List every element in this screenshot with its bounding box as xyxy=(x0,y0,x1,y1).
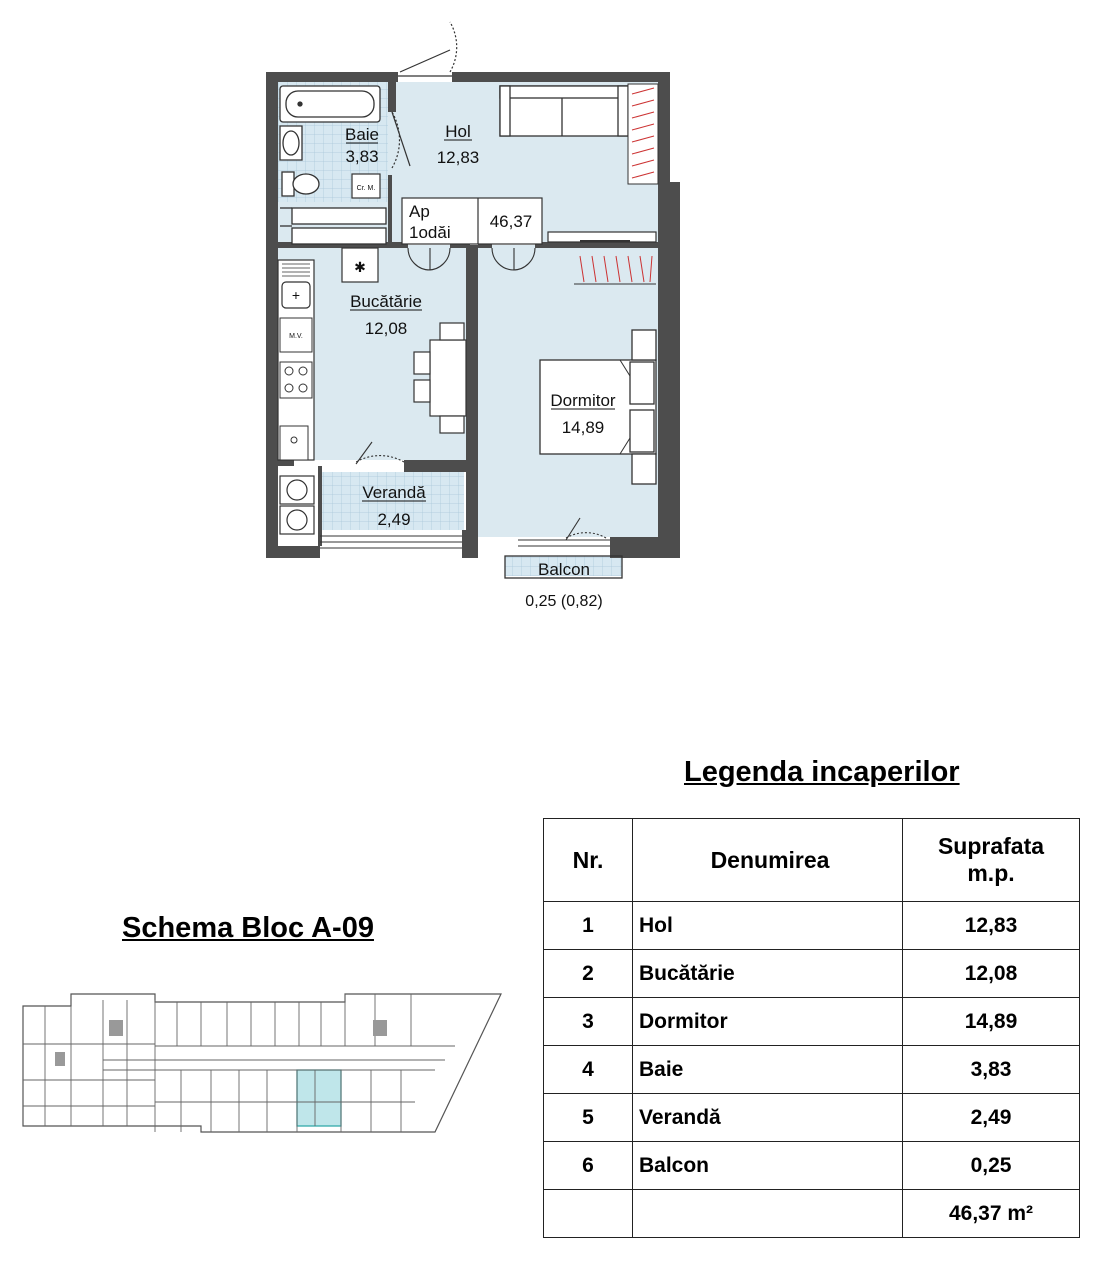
room-area-bucatarie: 12,08 xyxy=(365,319,408,338)
header-nr: Nr. xyxy=(543,818,633,902)
table-total-row: 46,37 m² xyxy=(543,1189,1080,1238)
sofa-icon xyxy=(499,85,629,137)
table-row: 6 Balcon 0,25 xyxy=(543,1141,1080,1190)
apartment-tag: Ap 1odăi 46,37 xyxy=(401,197,543,245)
dining-table-icon xyxy=(413,322,467,434)
header-area-line1: Suprafata xyxy=(937,833,1045,859)
table-row: 2 Bucătărie 12,08 xyxy=(543,949,1080,998)
cell-nr: 6 xyxy=(543,1141,633,1190)
room-name-bucatarie: Bucătărie xyxy=(350,292,422,311)
apartment-tag-rooms: 1odăi xyxy=(409,223,451,242)
bathtub-icon xyxy=(279,85,381,123)
header-area-line2: m.p. xyxy=(967,860,1015,886)
header-area: Suprafata m.p. xyxy=(902,818,1080,902)
room-area-balcon: 0,25 (0,82) xyxy=(525,593,602,610)
selected-apartment-highlight xyxy=(296,1069,342,1127)
room-name-dormitor: Dormitor xyxy=(550,391,616,410)
room-area-baie: 3,83 xyxy=(345,147,378,166)
room-label-underlines xyxy=(346,139,615,579)
veranda-door xyxy=(355,441,405,465)
entrance-door xyxy=(398,21,458,77)
balcony-door xyxy=(518,517,610,547)
block-outline xyxy=(22,993,502,1133)
room-area-veranda: 2,49 xyxy=(377,510,410,529)
cell-nr: 3 xyxy=(543,997,633,1046)
block-schema xyxy=(22,993,502,1133)
bedroom-wardrobe-icon xyxy=(547,231,657,285)
block-partitions xyxy=(23,994,455,1132)
walls xyxy=(266,72,680,558)
legend-header-row: Nr. Denumirea Suprafata m.p. xyxy=(543,818,1080,902)
cell-name: Dormitor xyxy=(632,997,903,1046)
apartment-tag-label: Ap xyxy=(409,202,430,221)
room-name-hol: Hol xyxy=(445,122,471,141)
bathroom-sink-icon xyxy=(279,125,303,161)
block-stairs xyxy=(55,1020,387,1066)
cell-nr: 1 xyxy=(543,901,633,950)
hall-wardrobe-icon xyxy=(280,207,387,245)
cell-nr: 5 xyxy=(543,1093,633,1142)
floor-plan: Cr. M. Ap 1odăi 46,37 xyxy=(266,21,680,610)
table-row: 3 Dormitor 14,89 xyxy=(543,997,1080,1046)
cell-area: 3,83 xyxy=(902,1045,1080,1094)
apartment-tag-area: 46,37 xyxy=(490,212,533,231)
hall-closet-icon xyxy=(627,83,659,185)
room-name-veranda: Verandă xyxy=(362,483,426,502)
fridge-icon xyxy=(279,425,309,461)
cell-area: 12,08 xyxy=(902,949,1080,998)
washing-machine-icon xyxy=(279,475,315,535)
microwave-label: M.V. xyxy=(289,333,303,340)
cell-nr: 4 xyxy=(543,1045,633,1094)
vent-symbol: ✱ xyxy=(354,259,366,275)
cell-name-empty xyxy=(632,1189,903,1238)
washer-closet-icon: Cr. M. xyxy=(351,173,381,199)
vent-shaft-icon: ✱ xyxy=(341,247,379,283)
toilet-icon xyxy=(281,171,320,197)
balcony-tiles xyxy=(505,556,622,576)
cell-area: 12,83 xyxy=(902,901,1080,950)
cell-nr: 2 xyxy=(543,949,633,998)
table-row: 1 Hol 12,83 xyxy=(543,901,1080,950)
cell-area: 14,89 xyxy=(902,997,1080,1046)
cell-name: Balcon xyxy=(632,1141,903,1190)
cell-name: Bucătărie xyxy=(632,949,903,998)
room-area-hol: 12,83 xyxy=(437,148,480,167)
veranda-window xyxy=(320,535,462,549)
bathroom-door xyxy=(391,111,411,169)
total-area: 46,37 m² xyxy=(902,1189,1080,1238)
table-row: 5 Verandă 2,49 xyxy=(543,1093,1080,1142)
cell-area: 0,25 xyxy=(902,1141,1080,1190)
microwave-icon: M.V. xyxy=(279,317,313,353)
cell-name: Baie xyxy=(632,1045,903,1094)
cell-nr-empty xyxy=(543,1189,633,1238)
bed-icon xyxy=(539,329,657,485)
cell-name: Hol xyxy=(632,901,903,950)
room-name-balcon: Balcon xyxy=(538,560,590,579)
cell-area: 2,49 xyxy=(902,1093,1080,1142)
legend-table: Nr. Denumirea Suprafata m.p. 1 Hol 12,83… xyxy=(543,818,1080,1238)
schema-title: Schema Bloc A-09 xyxy=(122,912,374,944)
room-name-baie: Baie xyxy=(345,125,379,144)
stove-icon xyxy=(279,361,313,399)
interior-doors xyxy=(407,247,536,271)
kitchen-sink-icon: + xyxy=(281,281,311,309)
room-labels: Hol 12,83 Baie 3,83 Bucătărie 12,08 Dorm… xyxy=(345,122,616,610)
svg-text:+: + xyxy=(292,287,300,303)
header-name: Denumirea xyxy=(632,818,903,902)
cell-name: Verandă xyxy=(632,1093,903,1142)
legend-title: Legenda incaperilor xyxy=(684,756,960,788)
table-row: 4 Baie 3,83 xyxy=(543,1045,1080,1094)
washer-closet-label: Cr. M. xyxy=(357,185,376,192)
room-area-dormitor: 14,89 xyxy=(562,418,605,437)
